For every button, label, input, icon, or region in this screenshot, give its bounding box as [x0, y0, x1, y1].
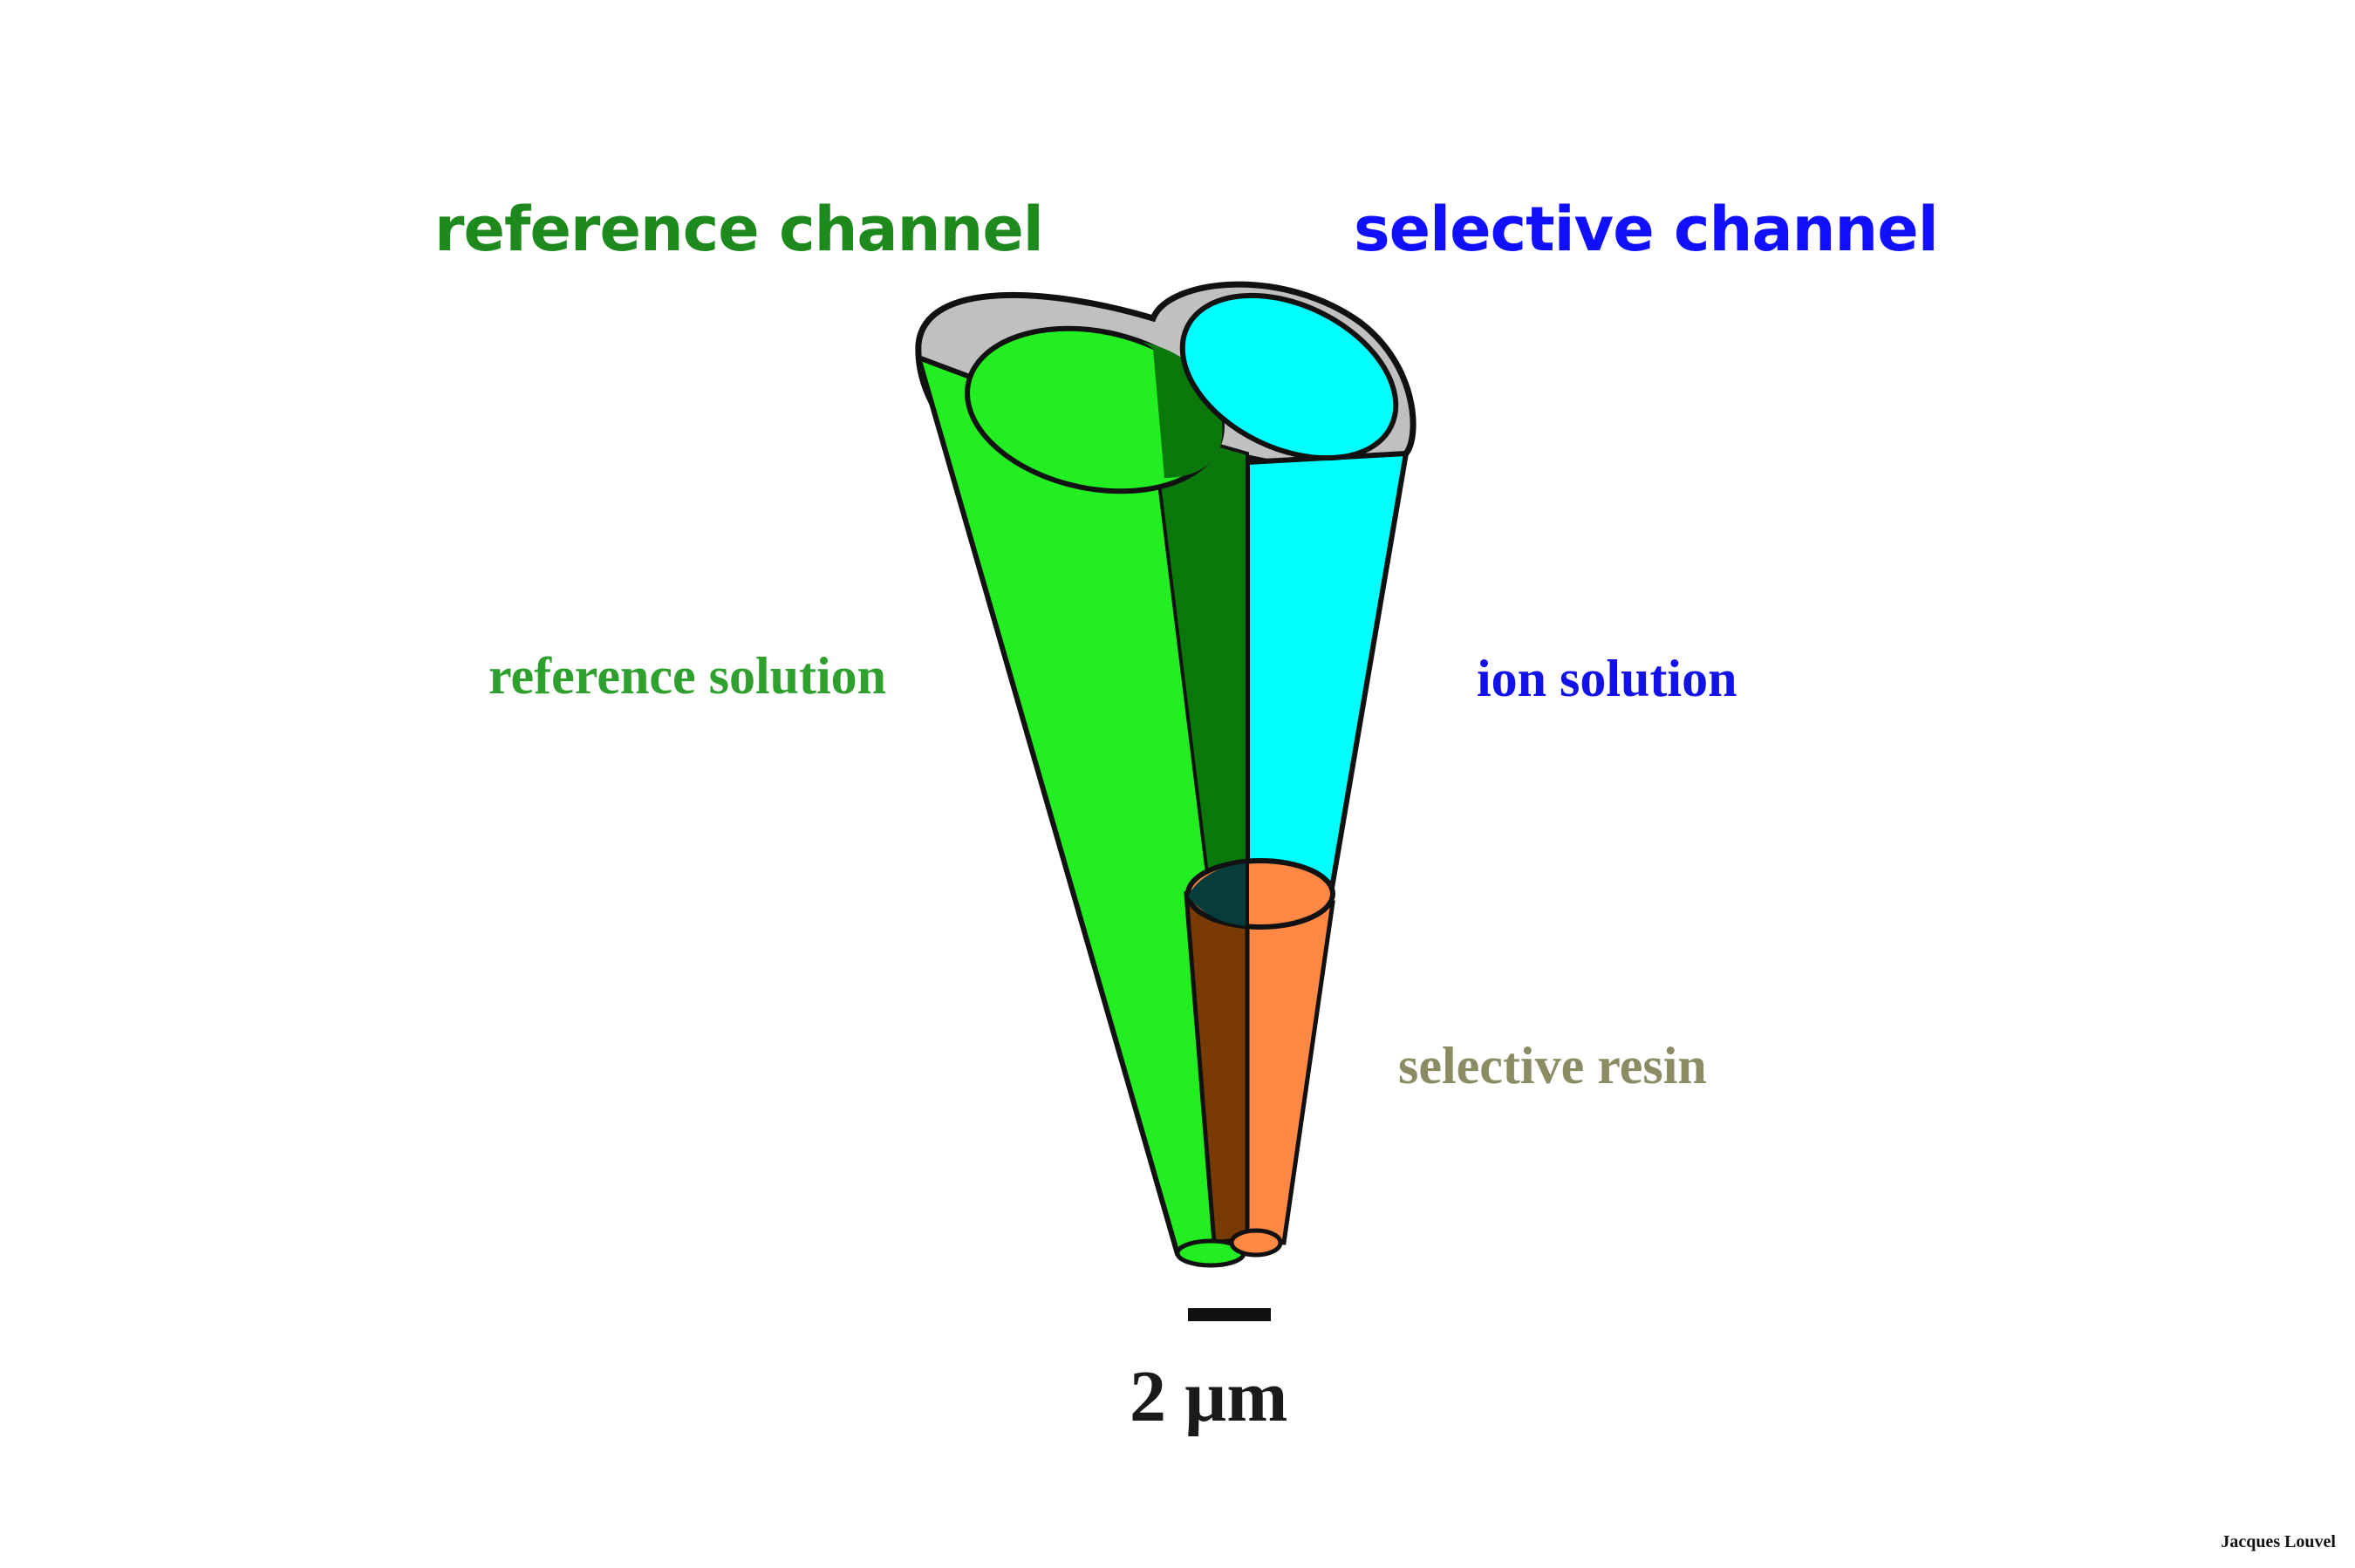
- selective-tip: [1229, 1228, 1283, 1258]
- scale-bar-label: 2 µm: [1130, 1356, 1288, 1437]
- reference-solution-label: reference solution: [488, 647, 887, 705]
- ion-solution-label: ion solution: [1477, 650, 1737, 707]
- author-credit: Jacques Louvel: [2221, 1532, 2336, 1551]
- resin-top-dark: [1188, 863, 1247, 926]
- resin-front: [1245, 896, 1335, 1245]
- selective-resin-label: selective resin: [1398, 1037, 1707, 1094]
- selective-channel-body: [1245, 451, 1409, 901]
- selective-channel-label: selective channel: [1354, 194, 1939, 265]
- selective-channel-opening: [1179, 292, 1399, 461]
- selective-resin-label-clip: selective resin: [1398, 1036, 1778, 1106]
- scale-bar: [1188, 1308, 1271, 1321]
- reference-channel-label: reference channel: [434, 194, 1044, 265]
